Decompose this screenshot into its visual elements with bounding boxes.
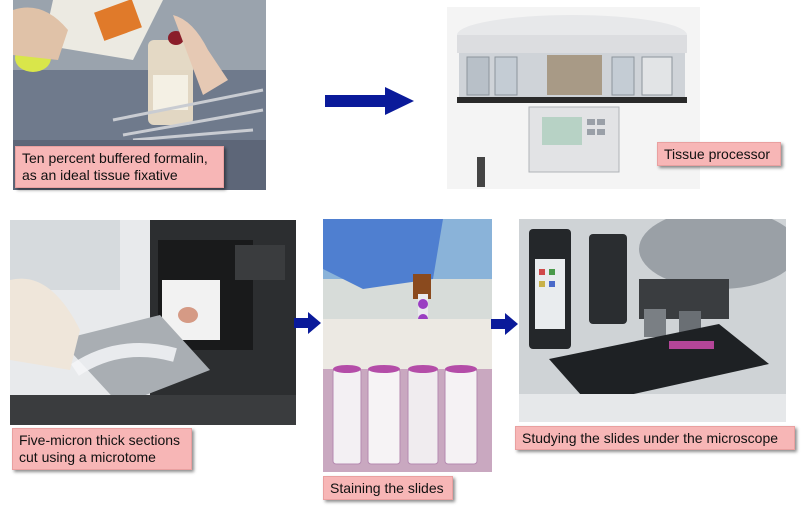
microscope-photo: [519, 219, 786, 422]
caption-line-1: Ten percent buffered formalin,: [22, 150, 208, 166]
staining-photo: [323, 219, 492, 472]
caption-line-2: cut using a microtome: [19, 449, 156, 465]
microtome-photo: [10, 220, 296, 425]
staining-caption: Staining the slides: [323, 476, 453, 500]
microtome-caption: Five-micron thick sections cut using a m…: [12, 428, 192, 470]
formalin-fixation-caption: Ten percent buffered formalin, as an ide…: [15, 146, 224, 188]
right-arrow-icon: [294, 312, 321, 334]
microscope-caption: Studying the slides under the microscope: [515, 426, 795, 450]
right-arrow-icon: [491, 313, 518, 335]
right-arrow-icon: [325, 87, 414, 115]
caption-line-1: Five-micron thick sections: [19, 432, 181, 448]
caption-line-2: as an ideal tissue fixative: [22, 167, 178, 183]
caption-text: Tissue processor: [664, 146, 771, 162]
caption-text: Studying the slides under the microscope: [522, 430, 779, 446]
tissue-processor-caption: Tissue processor: [657, 142, 781, 166]
caption-text: Staining the slides: [330, 480, 444, 496]
